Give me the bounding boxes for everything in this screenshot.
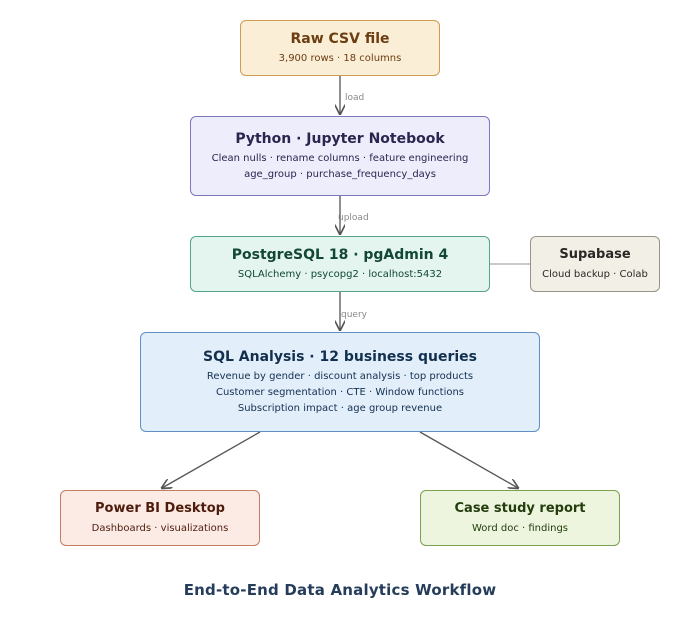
node-power-bi: Power BI Desktop Dashboards · visualizat… — [60, 490, 260, 546]
node-title: Case study report — [454, 500, 586, 516]
node-detail: 3,900 rows · 18 columns — [278, 52, 402, 64]
edge-sql-powerbi — [162, 431, 261, 488]
node-sql-analysis: SQL Analysis · 12 business queries Reven… — [140, 332, 540, 432]
node-raw-csv: Raw CSV file 3,900 rows · 18 columns — [240, 20, 440, 76]
edge-sql-case — [419, 431, 518, 488]
node-case-study: Case study report Word doc · findings — [420, 490, 620, 546]
node-supabase: Supabase Cloud backup · Colab — [530, 236, 660, 292]
node-title: Python · Jupyter Notebook — [235, 130, 445, 147]
edge-label-query: query — [341, 310, 368, 320]
node-detail: Cloud backup · Colab — [542, 268, 648, 280]
node-detail: Customer segmentation · CTE · Window fun… — [215, 386, 465, 398]
node-detail: Word doc · findings — [471, 522, 569, 534]
edge-label-load: load — [345, 93, 364, 103]
node-detail: Revenue by gender · discount analysis · … — [206, 370, 474, 382]
node-title: Raw CSV file — [290, 30, 390, 47]
node-title: SQL Analysis · 12 business queries — [203, 348, 477, 365]
node-detail: Dashboards · visualizations — [91, 522, 229, 534]
node-detail: age_group · purchase_frequency_days — [244, 168, 436, 180]
node-title: PostgreSQL 18 · pgAdmin 4 — [231, 246, 449, 263]
node-python-jupyter: Python · Jupyter Notebook Clean nulls · … — [190, 116, 490, 196]
node-detail: SQLAlchemy · psycopg2 · localhost:5432 — [237, 268, 443, 280]
node-detail: Clean nulls · rename columns · feature e… — [211, 152, 469, 164]
edge-label-upload: upload — [338, 213, 369, 223]
node-postgresql: PostgreSQL 18 · pgAdmin 4 SQLAlchemy · p… — [190, 236, 490, 292]
node-detail: Subscription impact · age group revenue — [237, 402, 443, 414]
diagram-title: End-to-End Data Analytics Workflow — [183, 581, 497, 599]
node-title: Supabase — [559, 246, 631, 262]
node-title: Power BI Desktop — [95, 500, 225, 516]
